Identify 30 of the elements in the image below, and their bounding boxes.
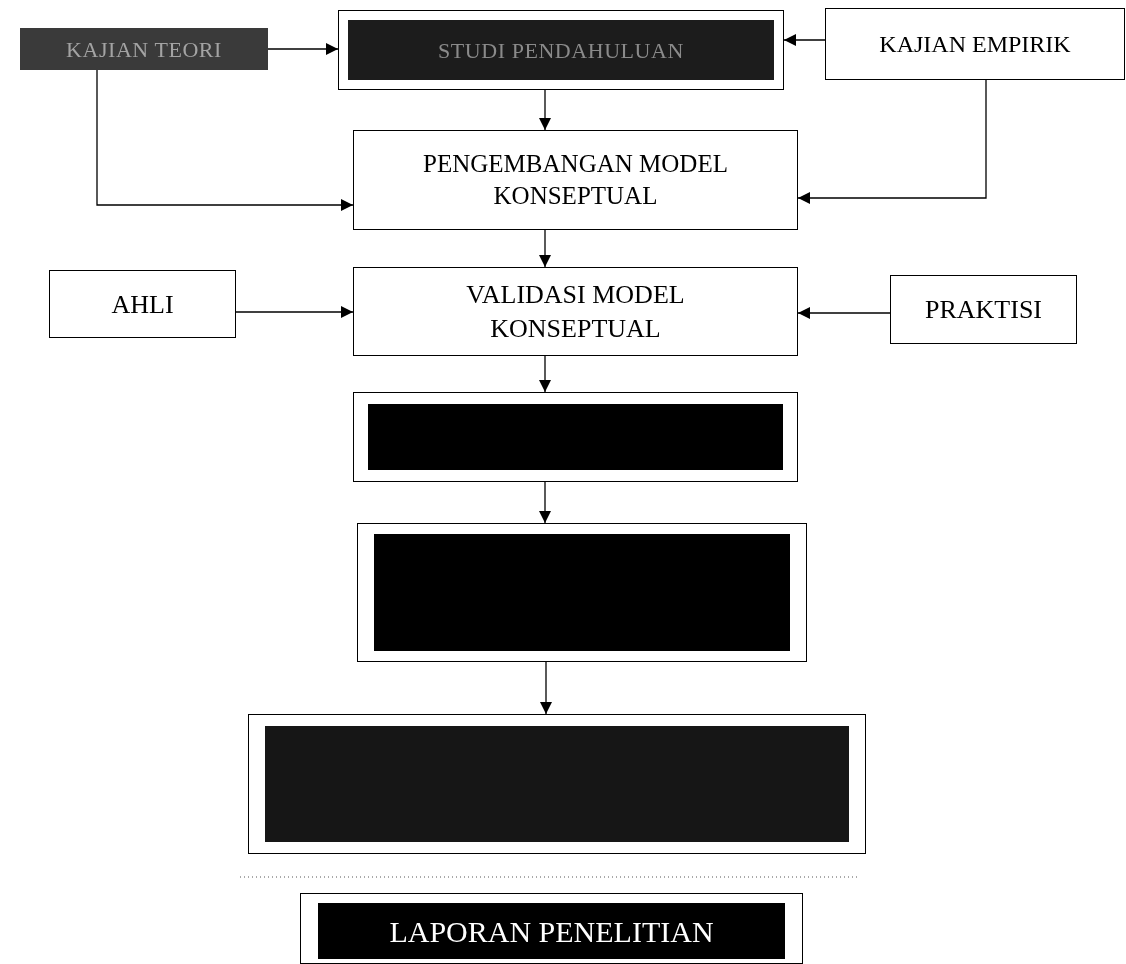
arrow — [539, 481, 551, 524]
process-box — [49, 270, 236, 338]
box-label: STUDI PENDAHULUAN — [437, 36, 685, 65]
process-box — [353, 130, 798, 230]
arrow — [96, 69, 354, 211]
process-box — [20, 28, 268, 70]
filled-box — [248, 714, 866, 854]
box-label: AHLI — [110, 288, 175, 321]
arrow — [797, 307, 891, 319]
arrow — [783, 34, 826, 46]
process-box — [338, 10, 784, 90]
process-box — [890, 275, 1077, 344]
filled-box — [353, 392, 798, 482]
box-label: KAJIAN EMPIRIK — [878, 30, 1072, 59]
arrow — [235, 306, 354, 318]
box-label: PRAKTISI — [924, 294, 1043, 326]
arrow — [267, 43, 339, 55]
arrow — [539, 89, 551, 131]
process-box — [300, 893, 803, 964]
box-label: KAJIAN TEORI — [65, 35, 223, 64]
arrow — [539, 355, 551, 393]
arrow — [797, 79, 987, 204]
box-label: LAPORAN PENELITIAN — [388, 913, 715, 950]
process-box — [825, 8, 1125, 80]
arrow — [539, 229, 551, 268]
box-label: PENGEMBANGAN MODEL KONSEPTUAL — [422, 148, 729, 211]
arrow — [540, 661, 552, 715]
box-label: VALIDASI MODEL KONSEPTUAL — [465, 278, 686, 345]
process-box — [353, 267, 798, 356]
filled-box — [357, 523, 807, 662]
